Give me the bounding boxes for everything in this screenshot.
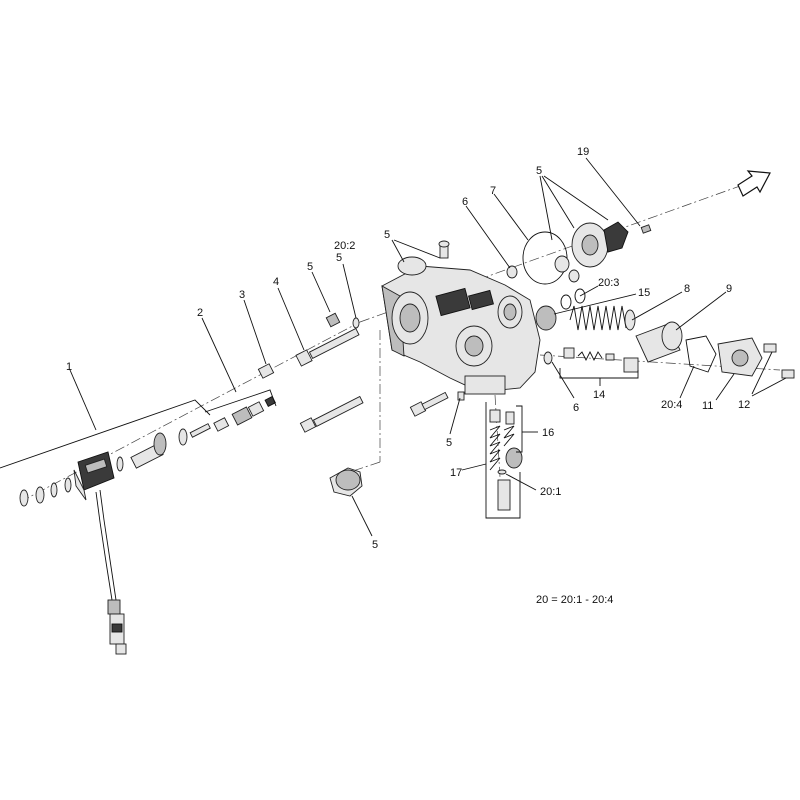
flow-direction-arrow-icon xyxy=(737,170,771,197)
unloader-valve-part xyxy=(457,391,523,511)
impeller-part xyxy=(571,221,652,268)
callout-5-left: 5 xyxy=(307,261,313,273)
coil-washers-part xyxy=(19,456,124,507)
cover-screws-part xyxy=(763,343,795,379)
callout-5-bottom-middle: 5 xyxy=(446,437,452,449)
callout-5-bottom-cap: 5 xyxy=(372,539,378,551)
callout-20-1: 20:1 xyxy=(540,486,561,498)
valve-cartridge-part xyxy=(213,395,276,432)
solenoid-coil-part xyxy=(73,451,127,655)
callout-14: 14 xyxy=(593,389,605,401)
long-bolt-part xyxy=(295,327,360,367)
callout-labels: 1 2 3 4 5 20:2 5 5 6 7 5 19 20:3 15 8 9 … xyxy=(66,146,750,551)
callout-6-lower: 6 xyxy=(573,402,579,414)
leader-lines xyxy=(0,157,787,537)
callout-3: 3 xyxy=(239,289,245,301)
callout-1: 1 xyxy=(66,361,72,373)
callout-4: 4 xyxy=(273,276,279,288)
callout-15: 15 xyxy=(638,287,650,299)
callout-20-3: 20:3 xyxy=(598,277,619,289)
small-fitting-part xyxy=(325,312,360,329)
o-ring-part xyxy=(506,231,580,285)
callout-19: 19 xyxy=(577,146,589,158)
pressure-spring-part xyxy=(569,305,636,331)
kit-legend: 20 = 20:1 - 20:4 xyxy=(536,594,613,606)
plug-part xyxy=(257,363,275,379)
callout-5-top-right: 5 xyxy=(536,165,542,177)
callout-7: 7 xyxy=(490,185,496,197)
relief-valve-kit-part xyxy=(543,347,639,373)
unloader-spring-part xyxy=(489,409,501,471)
callout-9: 9 xyxy=(726,283,732,295)
callout-5-body-top: 5 xyxy=(384,229,390,241)
callout-17: 17 xyxy=(450,467,462,479)
callout-20-2: 20:2 xyxy=(334,240,355,252)
end-cap-part xyxy=(329,467,363,497)
callout-11: 11 xyxy=(702,400,713,412)
spring-seat-part xyxy=(535,305,557,331)
valve-stem-part xyxy=(130,423,211,469)
callout-6-upper: 6 xyxy=(462,196,468,208)
gasket-part xyxy=(685,335,717,373)
callout-20-4: 20:4 xyxy=(661,399,682,411)
callout-16: 16 xyxy=(542,427,554,439)
callout-2: 2 xyxy=(197,307,203,319)
callout-12: 12 xyxy=(738,399,750,411)
callout-8: 8 xyxy=(684,283,690,295)
end-cover-part xyxy=(717,337,763,377)
piston-part xyxy=(635,321,683,363)
pump-housing-part xyxy=(381,240,541,395)
bolt-part xyxy=(299,391,449,433)
callout-5-upper-left: 5 xyxy=(336,252,342,264)
seal-washers-part xyxy=(560,288,586,310)
